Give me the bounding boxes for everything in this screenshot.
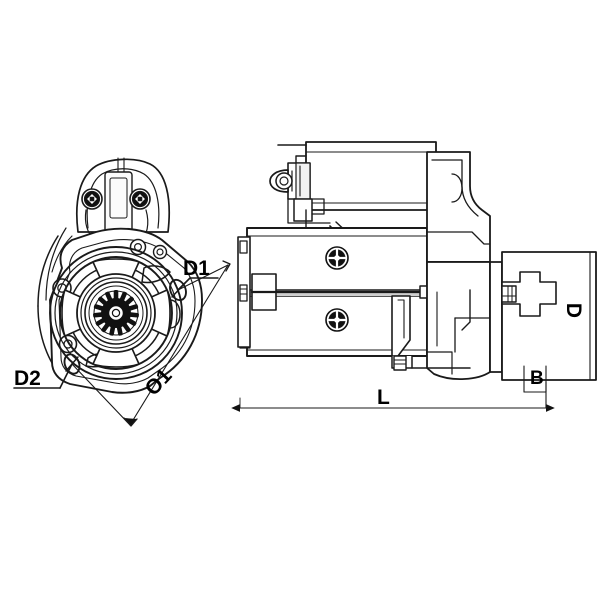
drive-housing bbox=[426, 151, 491, 380]
leader-D1 bbox=[177, 277, 219, 291]
end-view-group bbox=[37, 157, 203, 394]
dimension-label-d2: D2 bbox=[14, 367, 41, 390]
end-view-solenoid bbox=[75, 157, 171, 243]
dimension-O1 bbox=[71, 260, 231, 427]
side-view-group bbox=[237, 141, 597, 381]
dimension-label-l: L bbox=[377, 386, 390, 409]
dimension-label-d1: D1 bbox=[183, 257, 210, 280]
leader-D2 bbox=[13, 363, 73, 389]
dimension-label-d: D bbox=[562, 302, 586, 319]
dimension-line-L bbox=[231, 381, 555, 412]
dimension-line-B bbox=[523, 365, 547, 393]
solenoid bbox=[269, 141, 437, 241]
mounting-foot bbox=[391, 295, 471, 371]
pinion-gear bbox=[93, 290, 139, 336]
pilot-flange bbox=[489, 251, 597, 381]
dimension-label-b: B bbox=[530, 368, 544, 389]
